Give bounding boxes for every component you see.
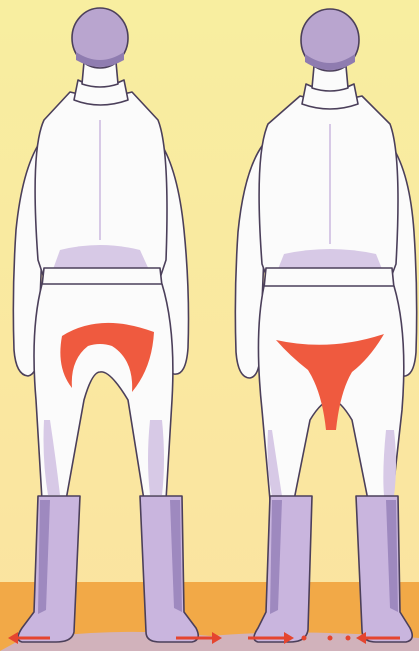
right-rider-waistband xyxy=(264,268,394,288)
dot-2 xyxy=(328,636,333,641)
dot-1 xyxy=(302,636,307,641)
dot-3 xyxy=(346,636,351,641)
